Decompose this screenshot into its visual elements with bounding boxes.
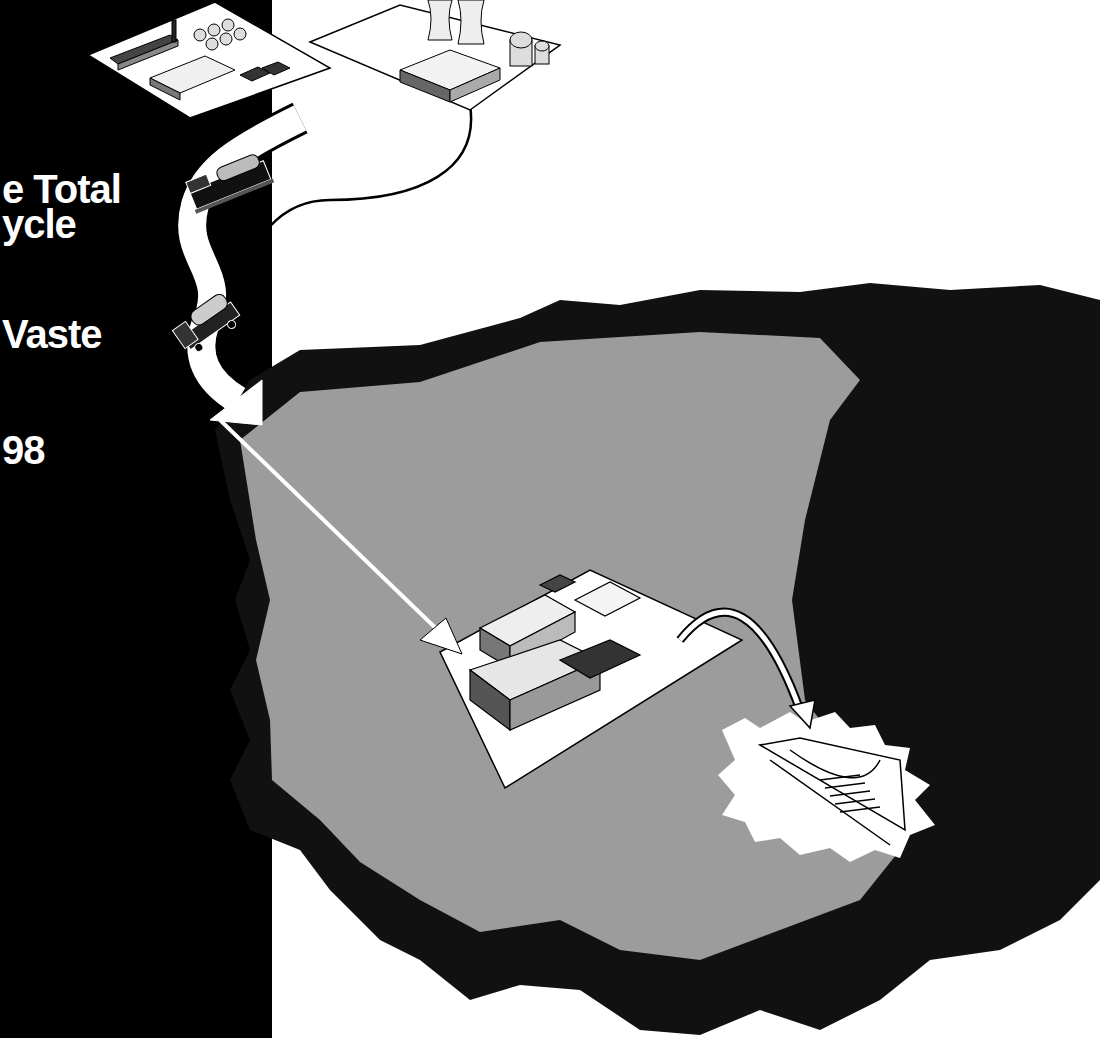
disposal-arrow-fill (680, 612, 800, 710)
title-fragment: Vaste (2, 312, 102, 356)
disposal-arrowhead (790, 700, 815, 728)
repository-patch (718, 712, 935, 862)
rail-cask-train (184, 151, 275, 214)
facility-buildings (470, 575, 640, 730)
title-fragment: ycle (2, 202, 76, 246)
industrial-buildings (110, 19, 290, 100)
repository-tunnels (760, 738, 905, 845)
industrial-platform (88, 2, 330, 118)
entry-arrowhead (420, 618, 462, 654)
truck-cask (170, 291, 244, 358)
flow-band (192, 118, 300, 400)
entry-arrow-line (220, 420, 448, 640)
disposal-arrow (680, 612, 800, 710)
landmass-gray (240, 332, 900, 960)
flow-arrowhead (210, 380, 262, 425)
title-fragment: 98 (2, 428, 45, 472)
landmass-dark (215, 283, 1100, 1035)
nuclear-route-line (240, 105, 471, 290)
facility-platform (440, 570, 742, 788)
flow-band-outline (192, 118, 300, 400)
nuclear-buildings (400, 0, 549, 102)
